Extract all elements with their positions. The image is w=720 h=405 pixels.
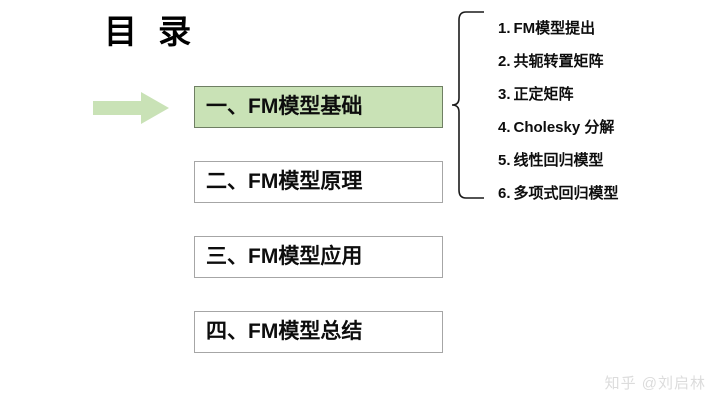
agenda-item-2[interactable]: 二、FM模型原理 [194, 161, 443, 203]
agenda-item-3-label: 三、FM模型应用 [206, 245, 363, 268]
sub-topic-item-6-label: 多项式回归模型 [513, 185, 619, 202]
agenda-item-1[interactable]: 一、FM模型基础 [194, 86, 443, 128]
sub-topic-item-3[interactable]: 3.正定矩阵 [498, 78, 708, 111]
sub-topic-item-1-number: 1. [498, 20, 511, 37]
agenda-item-1-label: 一、FM模型基础 [206, 95, 363, 118]
sub-topic-item-1-label: FM模型提出 [513, 20, 596, 37]
page-title: 目 录 [104, 13, 198, 50]
sub-topic-item-5[interactable]: 5.线性回归模型 [498, 144, 708, 177]
sub-topic-list: 1.FM模型提出 2.共轭转置矩阵 3.正定矩阵 4.Cholesky 分解 5… [498, 12, 708, 210]
curly-brace-icon [448, 10, 488, 200]
agenda-item-3[interactable]: 三、FM模型应用 [194, 236, 443, 278]
agenda-item-2-label: 二、FM模型原理 [206, 170, 363, 193]
sub-topic-item-3-label: 正定矩阵 [513, 86, 574, 103]
watermark: 知乎 @刘启林 [604, 375, 706, 392]
sub-topic-item-4[interactable]: 4.Cholesky 分解 [498, 111, 708, 144]
sub-topic-item-6-number: 6. [498, 185, 511, 202]
sub-topic-item-4-label: Cholesky 分解 [513, 119, 615, 136]
right-arrow-icon [93, 92, 169, 124]
sub-topic-item-4-number: 4. [498, 119, 511, 136]
sub-topic-item-2-number: 2. [498, 53, 511, 70]
agenda-item-4-label: 四、FM模型总结 [206, 320, 363, 343]
sub-topic-item-2[interactable]: 2.共轭转置矩阵 [498, 45, 708, 78]
sub-topic-item-6[interactable]: 6.多项式回归模型 [498, 177, 708, 210]
agenda-item-4[interactable]: 四、FM模型总结 [194, 311, 443, 353]
sub-topic-item-1[interactable]: 1.FM模型提出 [498, 12, 708, 45]
sub-topic-item-3-number: 3. [498, 86, 511, 103]
sub-topic-item-2-label: 共轭转置矩阵 [513, 53, 604, 70]
sub-topic-item-5-number: 5. [498, 152, 511, 169]
sub-topic-item-5-label: 线性回归模型 [513, 152, 604, 169]
